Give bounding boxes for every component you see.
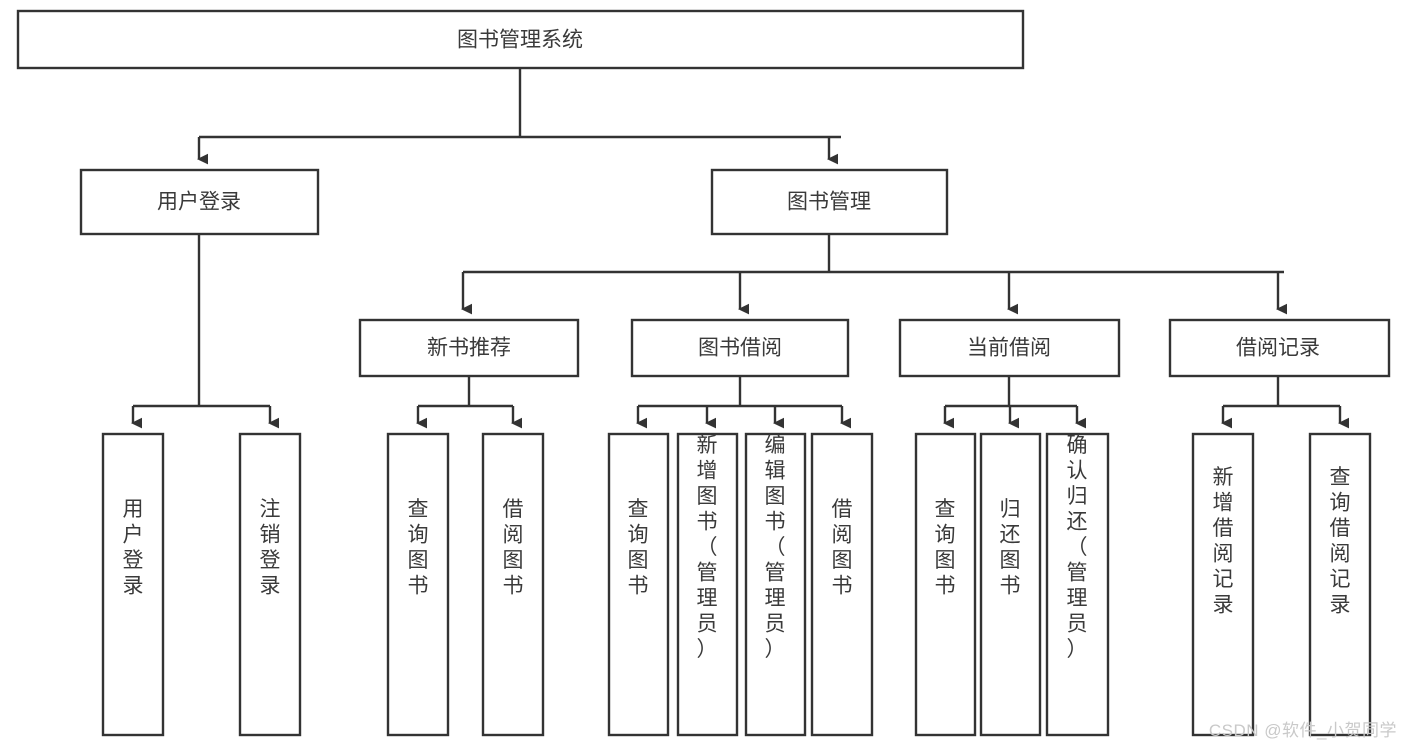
node-current-borrow-label: 当前借阅 — [967, 337, 1051, 360]
node-leaf-edit-book-label: 编辑图书（管理员） — [765, 434, 786, 661]
node-leaf-borrow-book-1-box[interactable] — [481, 432, 545, 737]
node-leaf-user-login-label: 用户登录 — [123, 498, 144, 598]
connector-group-new-book-rec-to-leaves — [415, 376, 523, 429]
node-leaf-borrow-book-2-label: 借阅图书 — [832, 498, 853, 598]
node-leaf-borrow-book-2[interactable]: 借阅图书 — [810, 432, 874, 737]
node-leaf-logout-login-label: 注销登录 — [260, 498, 281, 598]
node-book-manage[interactable]: 图书管理 — [710, 168, 949, 236]
node-leaf-query-book-3-box[interactable] — [914, 432, 977, 737]
node-leaf-logout-login[interactable]: 注销登录 — [238, 432, 302, 737]
node-leaf-add-book-label: 新增图书（管理员） — [697, 434, 718, 661]
node-leaf-query-book-1[interactable]: 查询图书 — [386, 432, 450, 737]
node-leaf-query-book-3[interactable]: 查询图书 — [914, 432, 977, 737]
node-leaf-add-record-label: 新增借阅记录 — [1213, 466, 1234, 617]
node-borrow-record[interactable]: 借阅记录 — [1168, 318, 1391, 378]
node-leaf-add-record-box[interactable] — [1191, 432, 1255, 737]
node-leaf-user-login-box[interactable] — [101, 432, 165, 737]
node-leaf-query-book-2-box[interactable] — [607, 432, 670, 737]
node-book-borrow[interactable]: 图书借阅 — [630, 318, 850, 378]
node-leaf-add-book-box[interactable] — [676, 432, 739, 737]
node-current-borrow[interactable]: 当前借阅 — [898, 318, 1121, 378]
node-current-borrow-box[interactable] — [898, 318, 1121, 378]
node-book-manage-box[interactable] — [710, 168, 949, 236]
node-borrow-record-label: 借阅记录 — [1236, 337, 1320, 360]
node-leaf-user-login[interactable]: 用户登录 — [101, 432, 165, 737]
node-leaf-query-book-2-label: 查询图书 — [628, 498, 649, 598]
node-leaf-confirm-return-label: 确认归还（管理员） — [1067, 434, 1088, 661]
node-leaf-query-book-3-label: 查询图书 — [935, 498, 956, 598]
node-new-book-rec[interactable]: 新书推荐 — [358, 318, 580, 378]
connector-group-root-to-level2 — [196, 68, 841, 165]
node-leaf-edit-book-box[interactable] — [744, 432, 807, 737]
connector-group-current-borrow-to-leaves — [942, 376, 1087, 429]
node-user-login[interactable]: 用户登录 — [79, 168, 320, 236]
node-new-book-rec-label: 新书推荐 — [427, 337, 511, 360]
connector-group-book-manage-to-level3 — [460, 234, 1288, 315]
connector-group-book-borrow-to-leaves — [635, 376, 852, 429]
node-user-login-box[interactable] — [79, 168, 320, 236]
node-leaf-query-record[interactable]: 查询借阅记录 — [1308, 432, 1372, 737]
node-book-borrow-label: 图书借阅 — [698, 337, 782, 360]
node-leaf-query-record-box[interactable] — [1308, 432, 1372, 737]
node-leaf-return-book[interactable]: 归还图书 — [979, 432, 1042, 737]
node-new-book-rec-box[interactable] — [358, 318, 580, 378]
node-leaf-query-book-1-box[interactable] — [386, 432, 450, 737]
node-user-login-label: 用户登录 — [157, 191, 241, 214]
connector-group-user-login-to-leaves — [130, 234, 280, 429]
node-leaf-borrow-book-2-box[interactable] — [810, 432, 874, 737]
node-leaf-borrow-book-1-label: 借阅图书 — [503, 498, 524, 598]
node-root[interactable]: 图书管理系统 — [16, 9, 1025, 70]
connector-group-borrow-record-to-leaves — [1220, 376, 1350, 429]
node-root-box[interactable] — [16, 9, 1025, 70]
node-leaf-query-book-2[interactable]: 查询图书 — [607, 432, 670, 737]
node-leaf-confirm-return-box[interactable] — [1045, 432, 1110, 737]
node-leaf-edit-book[interactable]: 编辑图书（管理员） — [744, 432, 807, 737]
node-leaf-add-record[interactable]: 新增借阅记录 — [1191, 432, 1255, 737]
node-leaf-query-record-label: 查询借阅记录 — [1330, 466, 1351, 617]
node-borrow-record-box[interactable] — [1168, 318, 1391, 378]
node-book-borrow-box[interactable] — [630, 318, 850, 378]
node-leaf-return-book-box[interactable] — [979, 432, 1042, 737]
node-leaf-confirm-return[interactable]: 确认归还（管理员） — [1045, 432, 1110, 737]
node-root-label: 图书管理系统 — [457, 29, 583, 52]
node-book-manage-label: 图书管理 — [787, 191, 871, 214]
node-leaf-logout-login-box[interactable] — [238, 432, 302, 737]
node-leaf-borrow-book-1[interactable]: 借阅图书 — [481, 432, 545, 737]
node-leaf-add-book[interactable]: 新增图书（管理员） — [676, 432, 739, 737]
node-leaf-return-book-label: 归还图书 — [1000, 498, 1021, 598]
node-leaf-query-book-1-label: 查询图书 — [408, 498, 429, 598]
